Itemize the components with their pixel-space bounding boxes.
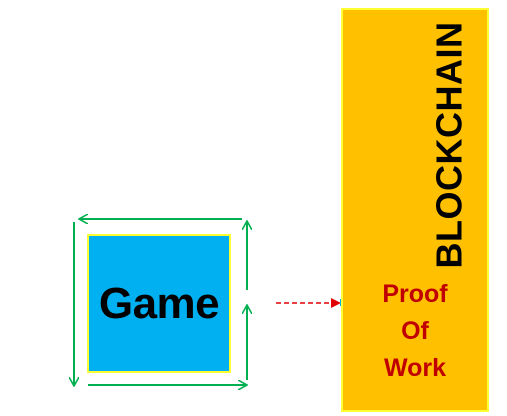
blockchain-title-text: BLOCKCHAIN (428, 21, 470, 269)
proof-of-work-label: Proof Of Work (352, 276, 478, 387)
game-label: Game (98, 278, 220, 328)
pow-line-3: Work (383, 354, 447, 382)
blockchain-title: BLOCKCHAIN (428, 20, 470, 270)
blockchain-box (341, 8, 489, 412)
game-box: Game (87, 234, 231, 373)
pow-line-1: Proof (382, 280, 448, 308)
pow-line-2: Of (401, 317, 429, 345)
